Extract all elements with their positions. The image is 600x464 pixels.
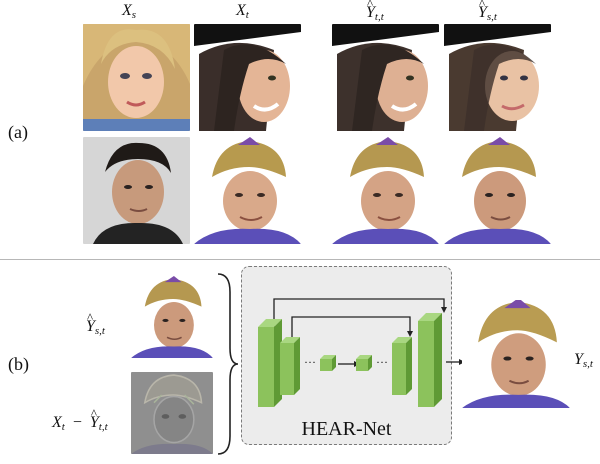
ellipsis-left: ···: [304, 355, 316, 369]
output-arrow-icon: [446, 359, 465, 365]
hear-net-diagram: [258, 298, 447, 407]
photo-result-st-row1: [444, 24, 551, 131]
col-header-y-hat-tt: Yt,t: [366, 0, 384, 26]
encoder-block-2: [280, 337, 300, 395]
merge-brace-icon: [217, 273, 239, 455]
photo-target-man-turban: [194, 137, 301, 244]
panel-separator: [0, 259, 600, 260]
encoder-block-1: [258, 319, 282, 407]
skip-connection-inner: [291, 316, 411, 339]
photo-result-st-row2: [444, 137, 551, 244]
photo-input-difference: [131, 372, 213, 454]
panel-b-label: (b): [8, 354, 29, 374]
photo-source-man: [83, 137, 190, 244]
col-header-y-hat-st: Ys,t: [478, 0, 497, 26]
network-title: HEAR-Net: [301, 418, 392, 440]
input-label-difference: Xt − Yt,t: [52, 405, 108, 436]
photo-result-tt-row1: [332, 24, 439, 131]
photo-target-brunette-woman: [194, 24, 301, 131]
ellipsis-right: ···: [376, 355, 388, 369]
photo-output-y-st: [462, 300, 570, 408]
col-header-x-t: Xt: [236, 2, 249, 21]
bottleneck-block-2: [356, 355, 372, 371]
photo-source-blonde-woman: [83, 24, 190, 131]
hear-net-box: ··· ··· HEAR-Net: [241, 266, 452, 445]
input-label-y-hat-st: Ys,t: [86, 309, 105, 340]
panel-a-label: (a): [8, 122, 28, 142]
decoder-block-2: [418, 313, 442, 407]
bottleneck-block-1: [320, 355, 336, 371]
photo-result-tt-row2: [332, 137, 439, 244]
output-label-y-st: Ys,t: [574, 351, 593, 370]
photo-input-y-hat-st: [131, 276, 213, 358]
skip-connection-outer: [273, 298, 445, 327]
col-header-x-s: Xs: [122, 2, 137, 21]
decoder-block-1: [392, 337, 412, 395]
